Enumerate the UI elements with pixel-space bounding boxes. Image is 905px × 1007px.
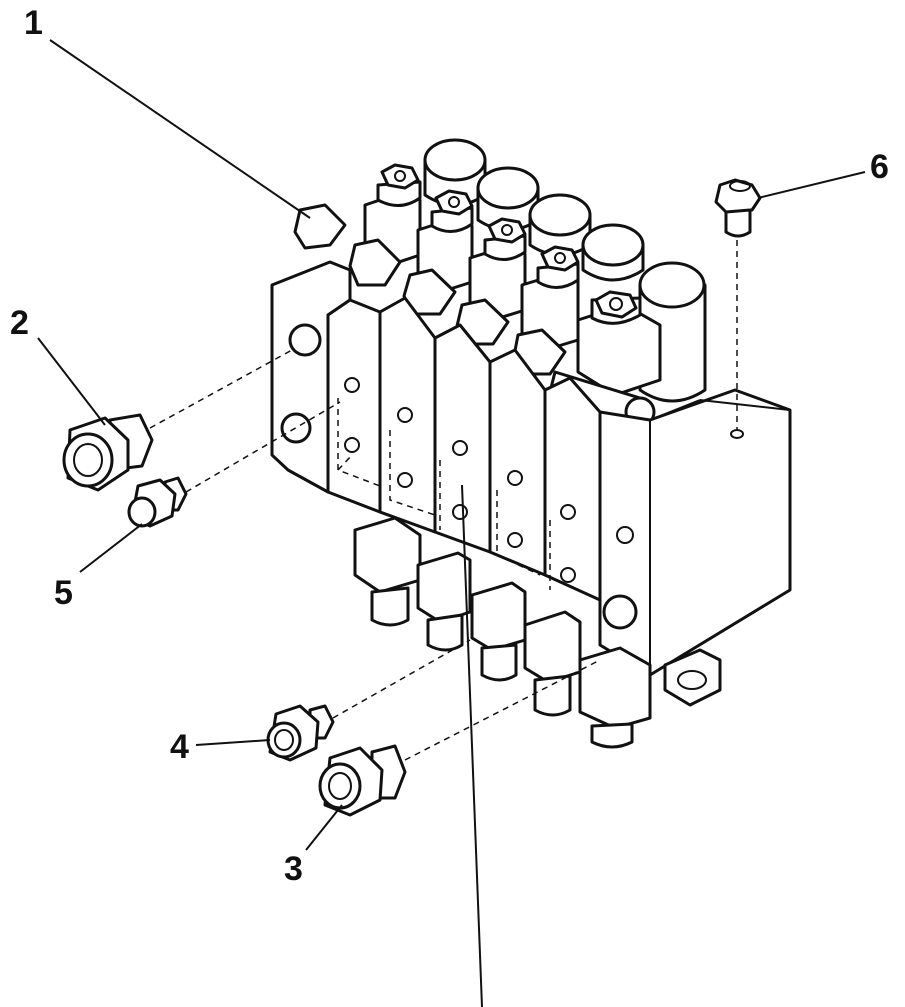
section-2 — [378, 296, 437, 534]
assembly-lines — [149, 240, 738, 761]
bottom-solenoid-1 — [353, 516, 422, 627]
callout-3: 3 — [284, 850, 303, 888]
plug-right-lower — [602, 594, 638, 630]
coil-2 — [476, 166, 540, 232]
bottom-solenoid-3 — [470, 581, 527, 682]
fitting-3 — [318, 744, 407, 817]
callout-labels: 1 2 3 4 5 6 — [10, 4, 889, 888]
callout-6: 6 — [870, 148, 889, 186]
manifold-block — [270, 260, 792, 677]
coil-1 — [423, 138, 487, 207]
leader-lines — [37, 39, 866, 1007]
callout-1: 1 — [24, 4, 43, 42]
coil-4 — [581, 223, 645, 282]
callout-5: 5 — [54, 574, 73, 612]
section-1 — [326, 298, 382, 514]
lever-2 — [348, 238, 402, 287]
section-5 — [543, 376, 602, 602]
right-end-plate — [598, 388, 792, 677]
fitting-4 — [266, 704, 335, 762]
lever-1 — [293, 203, 347, 250]
bottom-solenoid-5 — [578, 646, 652, 749]
bottom-solenoid-4 — [523, 610, 582, 717]
lever-3 — [402, 268, 457, 316]
fitting-6 — [714, 178, 762, 238]
coil-3 — [528, 193, 592, 257]
callout-4: 4 — [170, 728, 189, 766]
bottom-solenoids — [353, 516, 722, 749]
fitting-2 — [62, 413, 154, 492]
callout-2: 2 — [10, 304, 29, 342]
bottom-solenoid-6 — [663, 648, 722, 707]
solenoid-valve-5 — [576, 290, 662, 397]
bottom-solenoid-2 — [416, 551, 472, 652]
plug-left-lower — [280, 412, 312, 444]
section-4 — [488, 348, 547, 577]
fitting-5 — [127, 476, 188, 528]
port-left-upper — [288, 323, 322, 357]
